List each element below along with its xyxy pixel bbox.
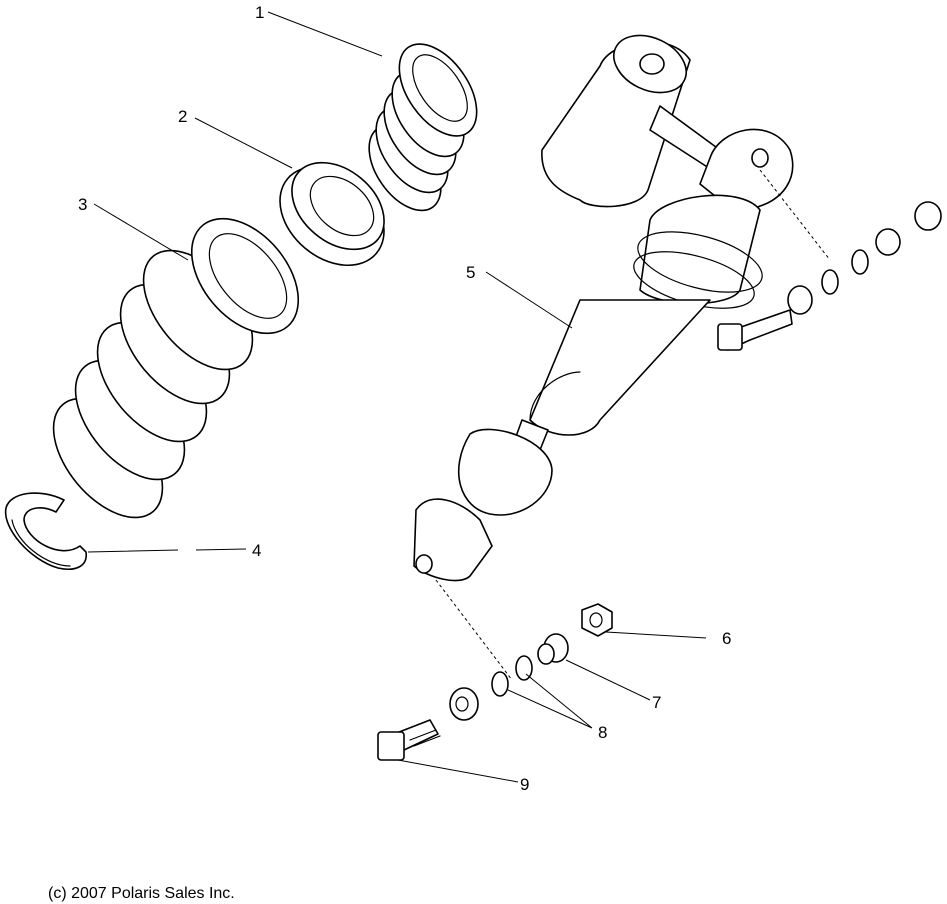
callout-7: 7 [652,693,661,712]
upper-hardware-stack [717,169,942,351]
callout-8: 8 [598,723,607,742]
callout-2: 2 [178,107,187,126]
lower-alignment-line [435,579,513,681]
leader-lines [87,11,707,783]
callout-4: 4 [252,541,261,560]
part-4-retainer-clip [4,492,87,570]
part-3-main-spring [52,217,300,519]
callout-3: 3 [78,195,87,214]
part-1-upper-spring [368,43,478,212]
part-2-spring-adapter [279,161,385,267]
part-6-nut [581,603,613,637]
callout-6: 6 [722,629,731,648]
part-7-sleeve [537,633,569,665]
part-5-shock-absorber [413,34,794,582]
copyright-notice: (c) 2007 Polaris Sales Inc. [48,886,235,902]
copyright-text: c) 2007 Polaris Sales Inc. [53,885,235,902]
callout-9: 9 [520,775,529,794]
callout-1: 1 [255,3,264,22]
part-8-washers [491,655,533,697]
spacer [449,687,479,721]
part-9-bolt [377,719,441,761]
callout-5: 5 [466,263,475,282]
copyright-symbol-icon: ( [48,885,54,902]
